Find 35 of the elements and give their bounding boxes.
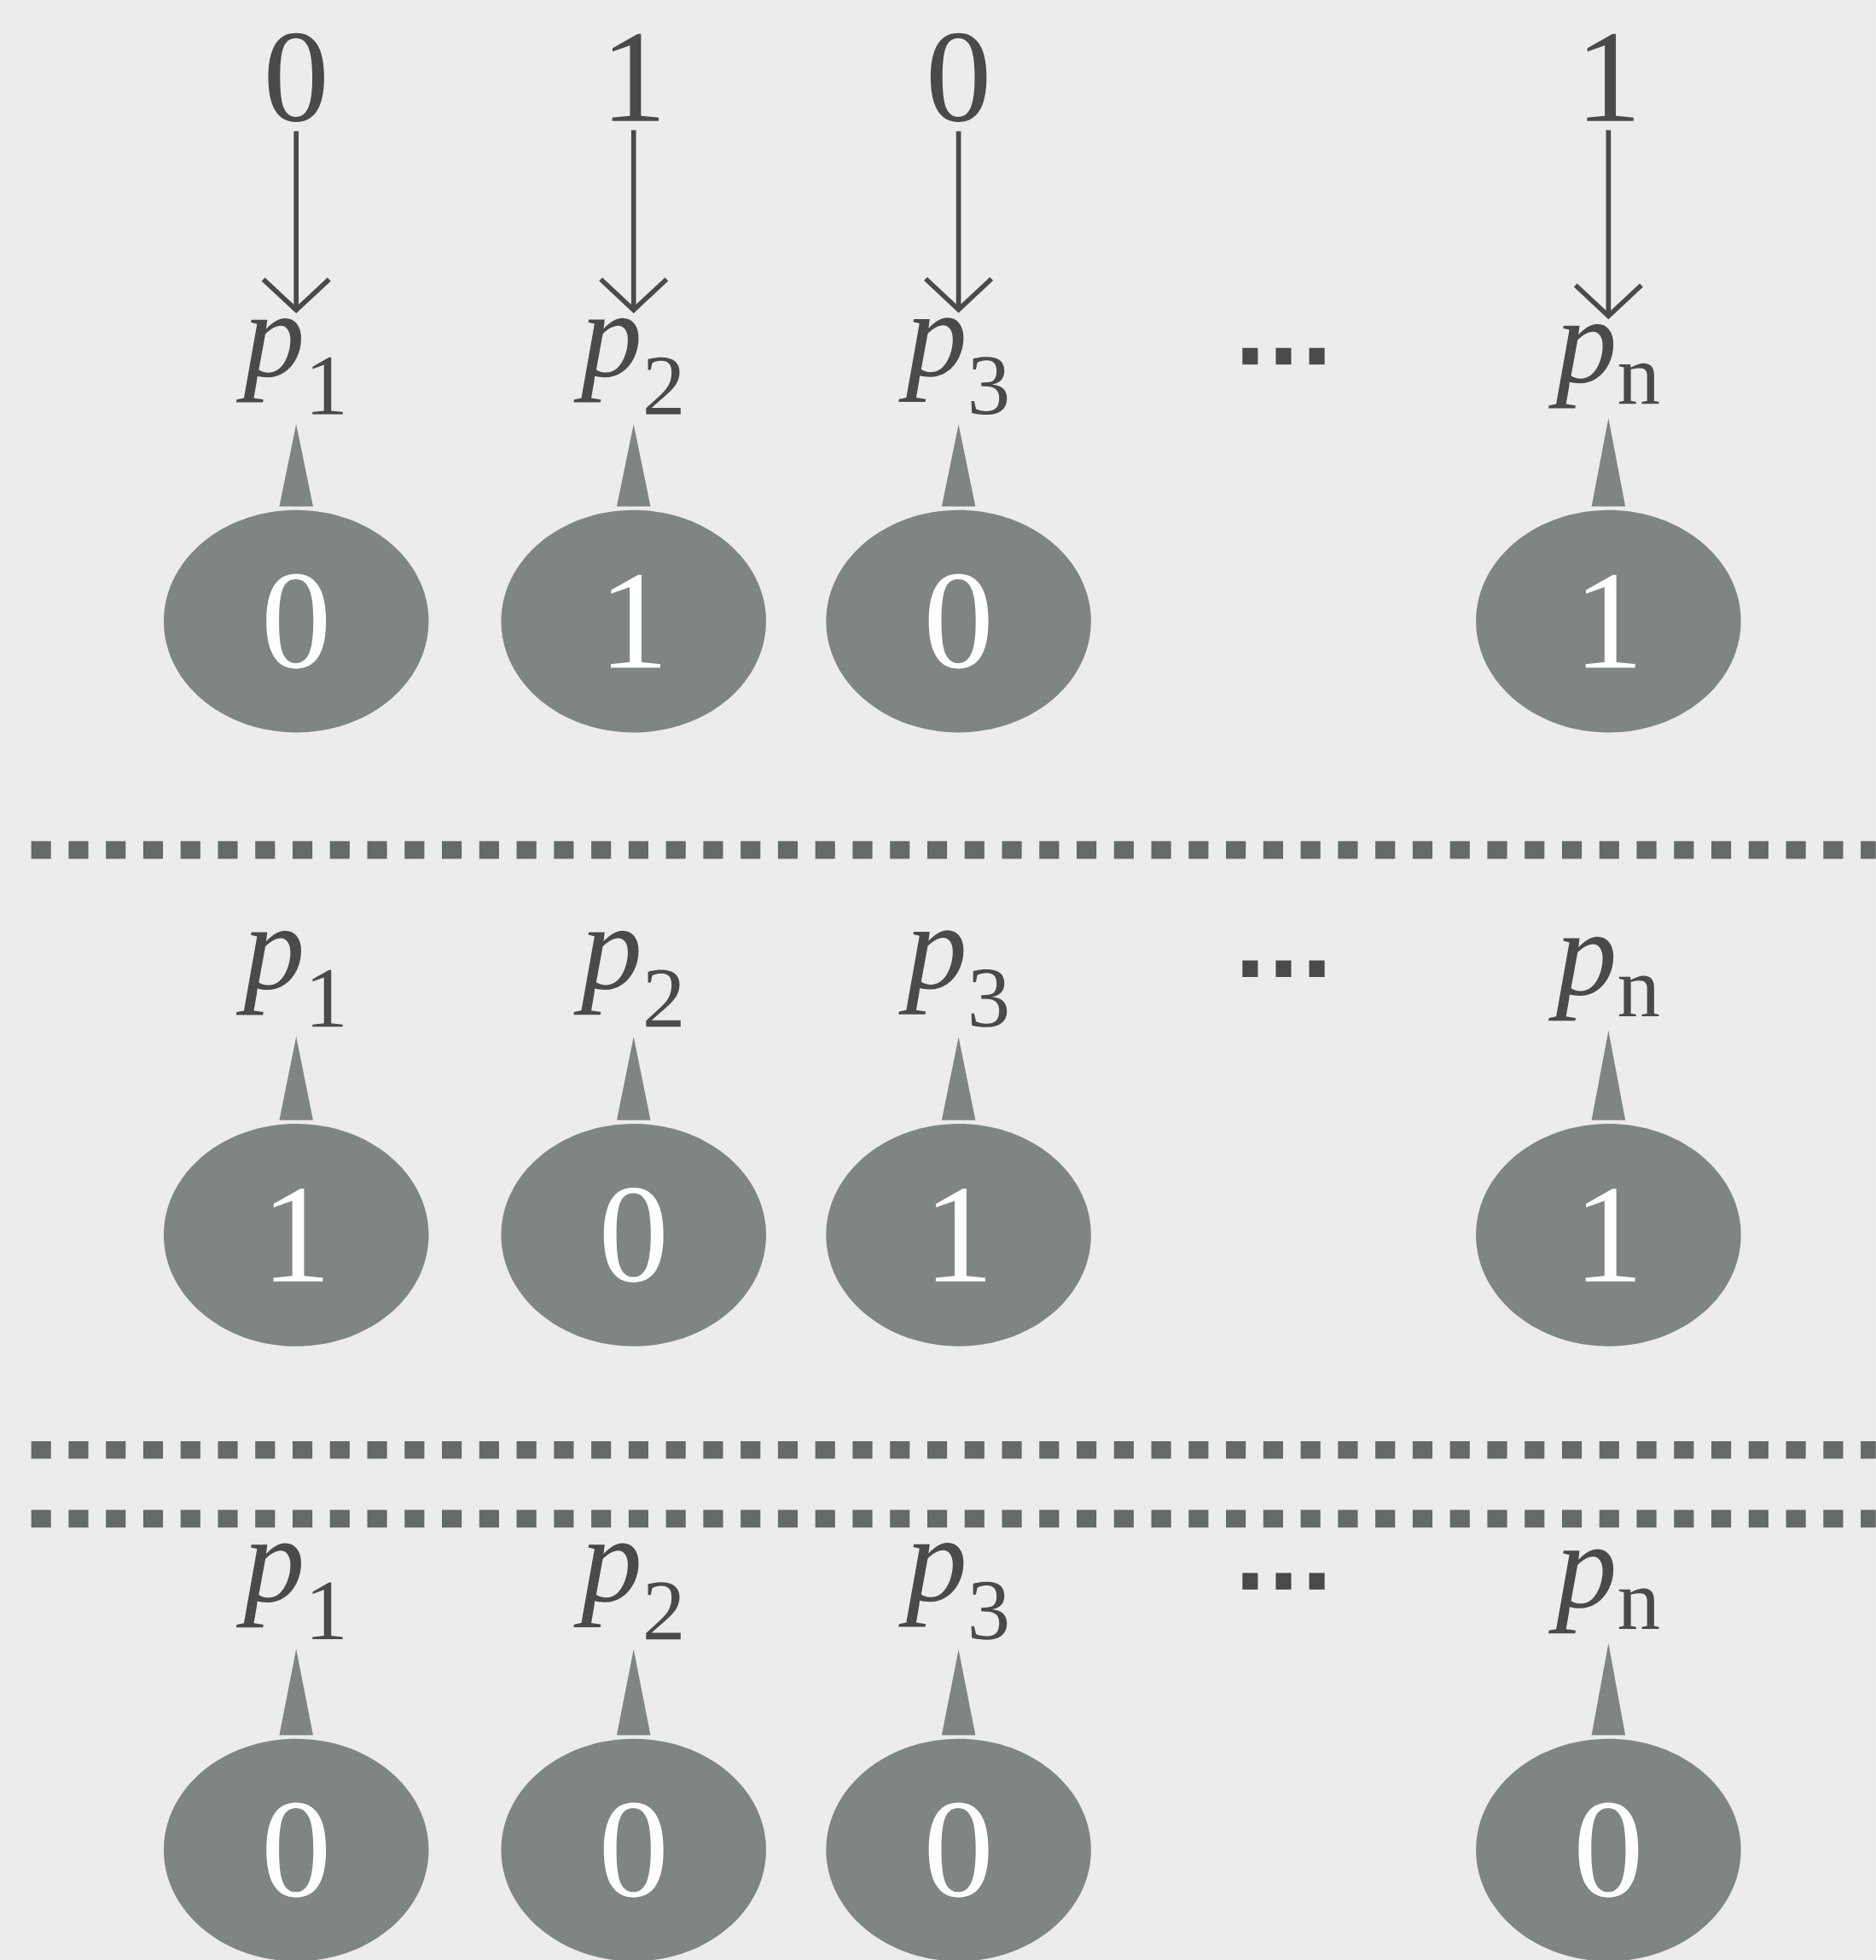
arrow xyxy=(1573,130,1643,320)
bubble-tail xyxy=(1591,418,1626,507)
process-label: p$_{3}$ xyxy=(898,1543,1008,1640)
process-label: p$_{1}$ xyxy=(235,930,343,1027)
process-label: p$_{1}$ xyxy=(235,317,343,415)
process-label: p$_{n}$ xyxy=(1548,1549,1659,1634)
ellipsis: ... xyxy=(1242,960,1325,977)
arrow xyxy=(261,131,331,314)
ellipsis: ... xyxy=(1242,347,1325,365)
input-digit: 1 xyxy=(612,33,659,121)
input-digit: 1 xyxy=(1587,33,1634,121)
process-label: p$_{3}$ xyxy=(898,930,1008,1027)
input-digit: 0 xyxy=(268,32,324,122)
bubble-tail xyxy=(941,1649,976,1736)
bubble-tail xyxy=(1591,1030,1626,1120)
bubble-tail xyxy=(279,1649,314,1736)
process-label: p$_{n}$ xyxy=(1548,936,1659,1021)
bubble-tail xyxy=(617,1036,651,1120)
bubble-tail xyxy=(1591,1643,1626,1736)
bubble-tail xyxy=(941,1037,976,1120)
process-label: p$_{3}$ xyxy=(898,317,1008,415)
process-label: p$_{2}$ xyxy=(573,1543,681,1640)
bubble-tail xyxy=(279,423,314,507)
process-label: p$_{n}$ xyxy=(1548,323,1659,409)
process-label: p$_{1}$ xyxy=(235,1543,343,1640)
input-digit: 0 xyxy=(930,32,987,122)
process-label: p$_{2}$ xyxy=(573,930,681,1027)
arrow xyxy=(924,131,994,313)
bubble-tail xyxy=(941,424,976,507)
process-label: p$_{2}$ xyxy=(573,317,681,415)
arrow xyxy=(599,130,669,314)
bubble-tail xyxy=(617,1649,651,1736)
bubble-tail xyxy=(279,1036,314,1120)
bubble-tail xyxy=(617,424,651,507)
ellipsis: ... xyxy=(1242,1573,1325,1590)
